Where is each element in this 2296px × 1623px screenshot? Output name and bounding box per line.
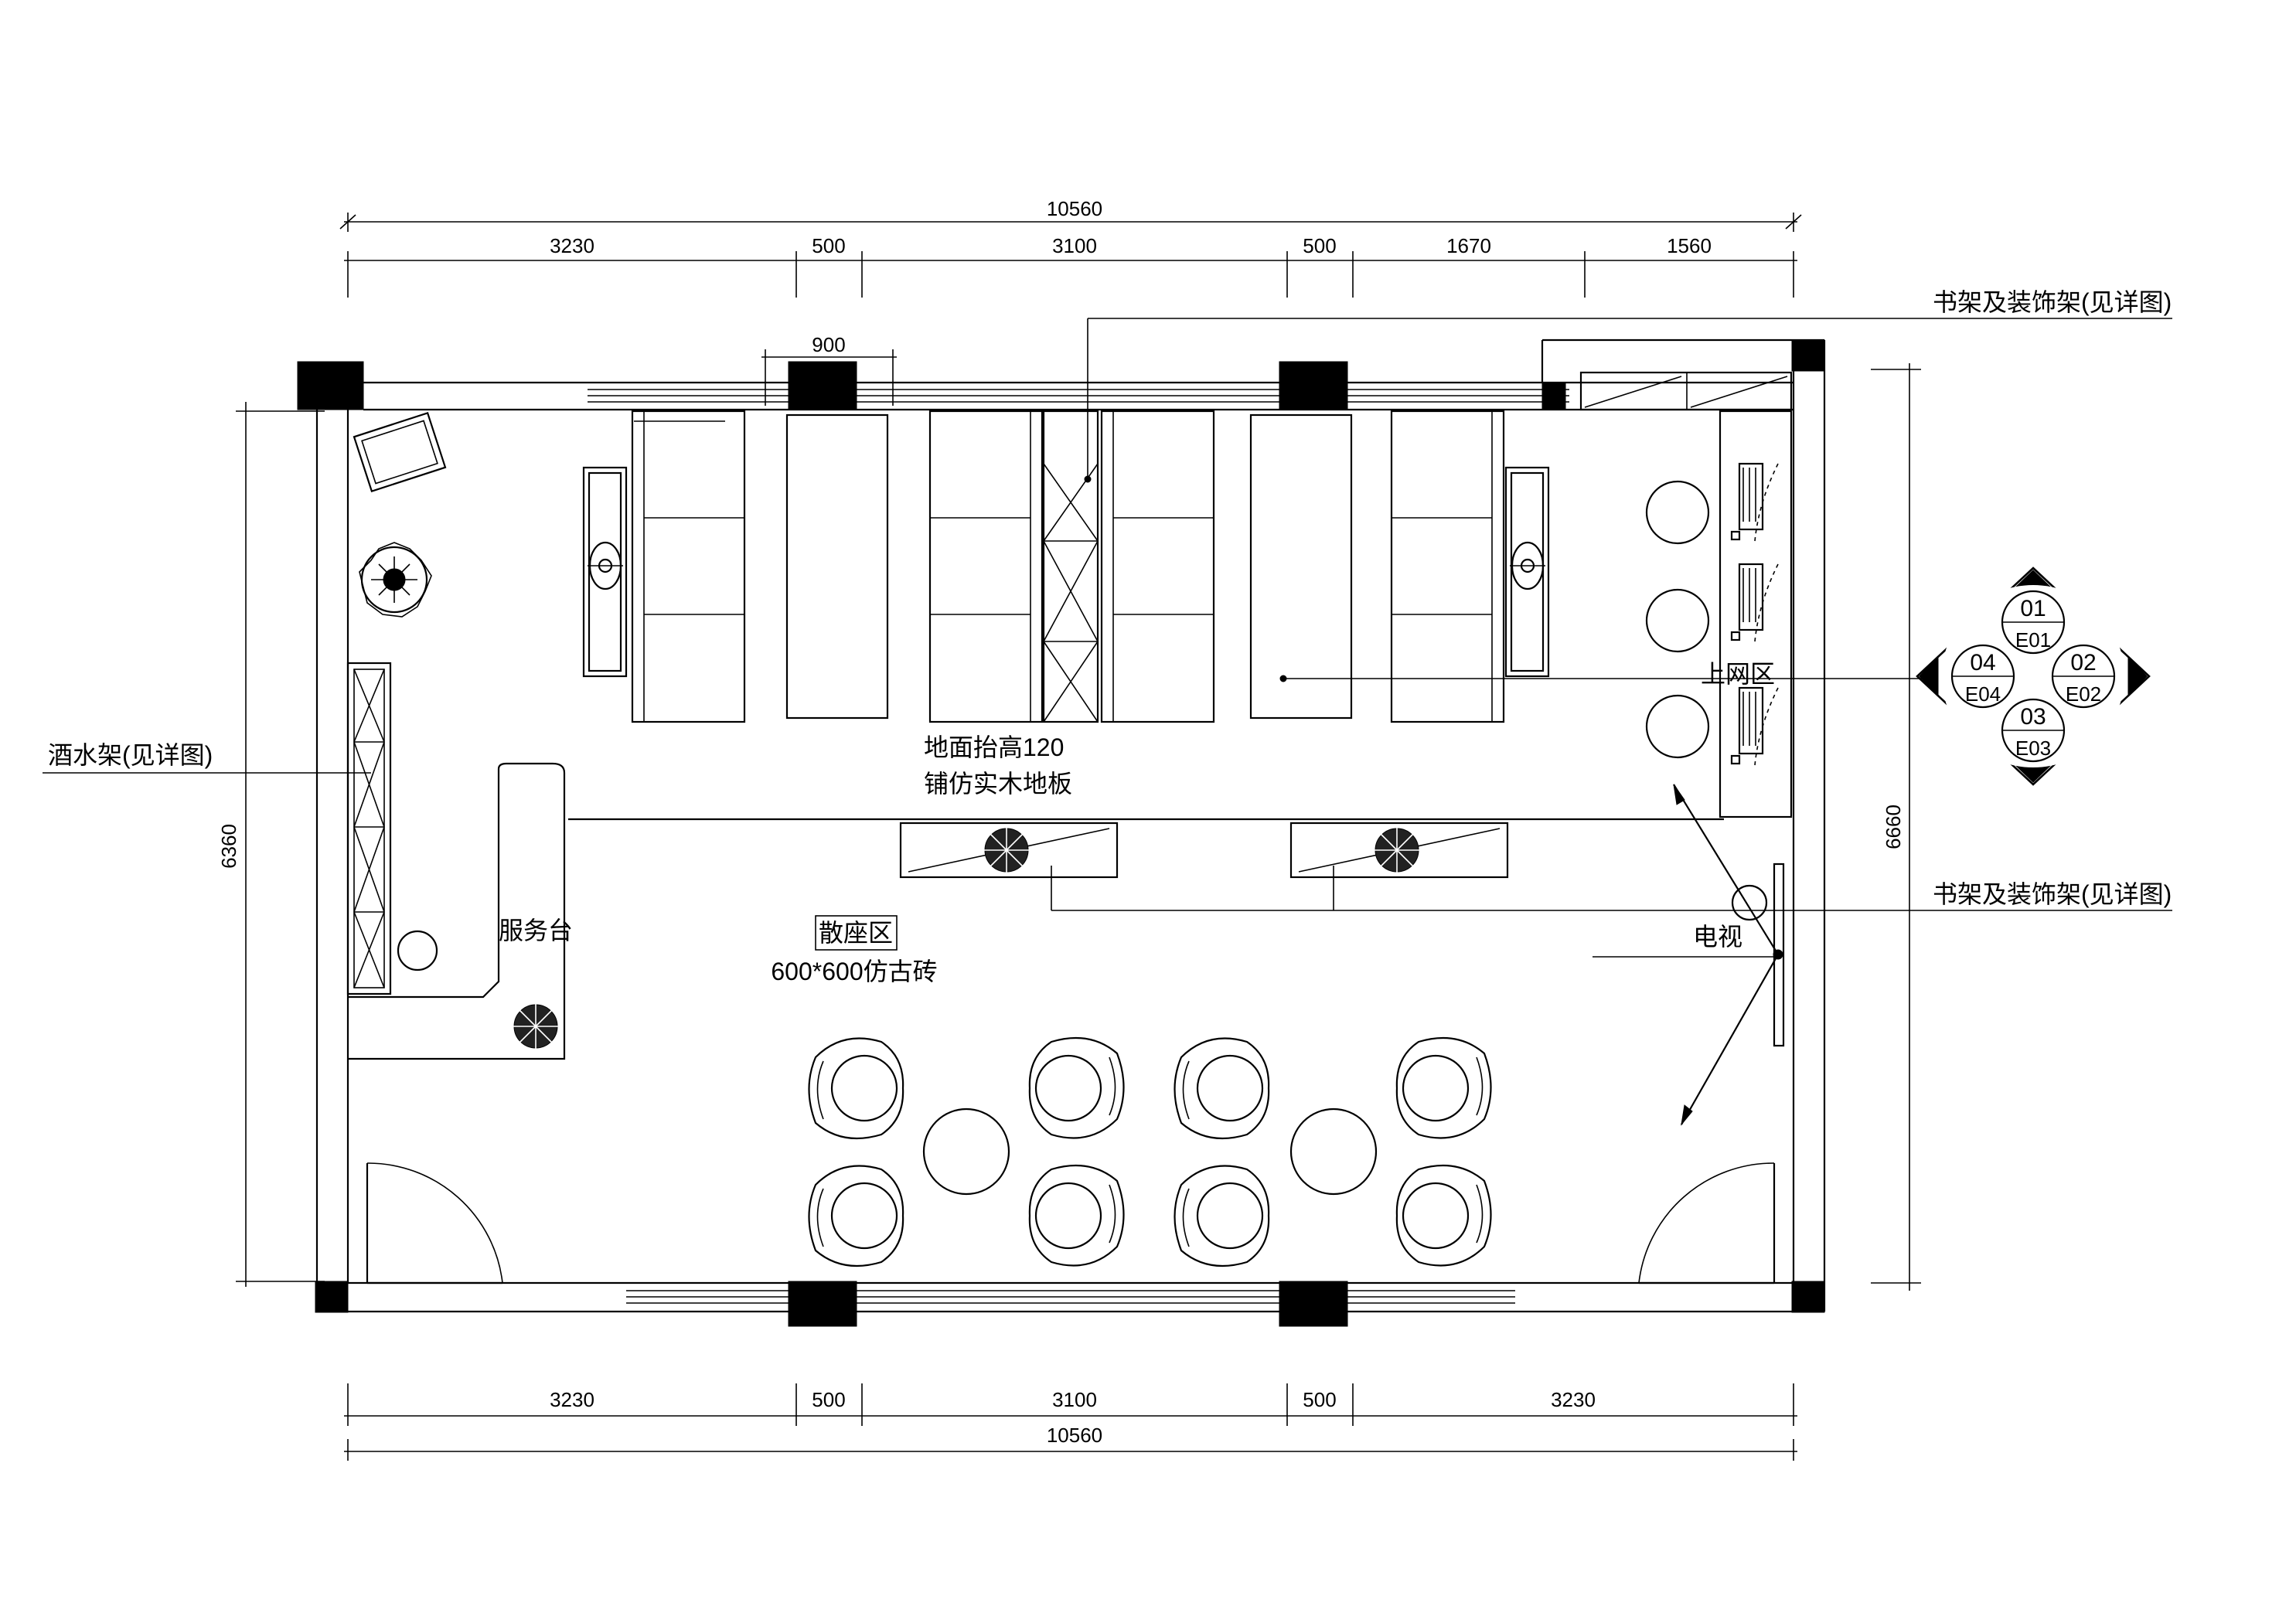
column [1791,1281,1825,1313]
bottom-dimension-4: 500 [1303,1388,1336,1411]
wall-artwork [353,411,447,493]
computer-icon [1738,686,1764,755]
lounge-area-label: 散座区 [819,919,893,947]
bottom-total-dimension: 10560 [1047,1424,1102,1447]
side-table-right [1504,466,1550,678]
plant-icon [359,542,432,618]
computer-icon [1738,462,1764,531]
stool [397,930,438,971]
bottom-dimension-1: 3230 [550,1388,594,1411]
right-height-dimension: 6660 [1882,805,1905,849]
sofa-left-2 [1100,410,1215,723]
plant-icon [1372,825,1422,875]
column [1279,361,1348,410]
column [1279,1281,1348,1327]
service-area: 服务台 [346,411,573,1060]
column [788,1281,857,1327]
computer-icon [1738,563,1764,631]
wine-rack [346,662,392,995]
sofa-right-2 [1390,410,1505,723]
elevation-index-south-sub: E03 [2015,737,2051,760]
elevation-index-west: 04 [1970,650,1995,675]
left-height-dimension: 6360 [217,824,240,869]
stool [1645,588,1710,653]
wine-rack-label: 酒水架(见详图) [48,741,213,769]
elevation-index-east: 02 [2070,650,2096,675]
round-table [1289,1108,1378,1196]
computer-desk [1719,410,1793,818]
bottom-dimension-2: 500 [812,1388,845,1411]
column [297,361,364,410]
booth-table-2 [1249,413,1353,720]
top-dimension-5: 1670 [1446,234,1491,257]
raised-floor-note-1: 地面抬高120 [924,733,1064,761]
columns [297,339,1825,1327]
internet-area-label: 上网区 [1701,660,1775,688]
plant-icon [511,1002,560,1051]
bottom-dimension-5: 3230 [1551,1388,1596,1411]
lounge-tile-note: 600*600仿古砖 [771,958,937,985]
tv-unit: 电视 [1593,784,1785,1126]
round-table [922,1108,1010,1196]
armchair [1395,1164,1492,1267]
elevation-index-south: 03 [2020,704,2046,730]
elevation-index-north-sub: E01 [2015,628,2051,652]
top-dimension-2: 500 [812,234,845,257]
top-dimension-4: 500 [1303,234,1336,257]
top-dimension-1: 3230 [550,234,594,257]
bottom-dimension-3: 3100 [1052,1388,1097,1411]
plants [359,542,1422,1051]
sofa-right-1 [928,410,1044,723]
armchair [1028,1036,1125,1139]
armchair [1028,1164,1125,1267]
booth-table-1 [785,413,889,720]
elevation-index-north: 01 [2020,596,2046,621]
annotations: 书架及装饰架(见详图) 书架及装饰架(见详图) 酒水架(见详图) 地面抬高120… [43,288,2172,985]
planter-shelf-right [1289,822,1509,879]
bookshelf-mid-label: 书架及装饰架(见详图) [1933,880,2172,908]
tv-label: 电视 [1693,923,1742,951]
elevation-index-east-sub: E02 [2066,682,2101,706]
lounge-area-tag [815,915,898,951]
armchair [1395,1036,1492,1139]
elevation-index-symbol: 01 E01 02 E02 03 E03 04 E04 [1916,567,2151,786]
column [1541,382,1566,410]
left-dimension: 6360 [217,402,325,1287]
divider-shelf [1042,410,1099,723]
service-desk [348,762,566,1060]
right-dimension: 6660 [1871,363,1921,1291]
column [788,361,857,410]
shelf-width-dimension: 900 [812,333,845,356]
entrance-door-left [366,1162,503,1284]
side-table-left [582,466,628,678]
armchair [808,1037,904,1140]
column [315,1281,349,1313]
column [1791,339,1825,372]
lounge-furniture [808,1036,1492,1267]
sofa-left-1 [631,410,746,723]
stool [1645,694,1710,759]
bookshelf-top-right [1579,371,1793,411]
entrance-door-right [1638,1162,1776,1284]
top-total-dimension: 10560 [1047,197,1102,220]
internet-area: 上网区 [1645,410,1793,818]
bookshelf-top-label: 书架及装饰架(见详图) [1933,288,2172,316]
planter-shelf-left [899,822,1119,879]
raised-floor-note-2: 铺仿实木地板 [924,770,1072,798]
top-dimension-chain: 10560 3230 500 3100 500 1670 1560 900 [339,197,1802,406]
bottom-dimension-chain: 3230 500 3100 500 3230 10560 [344,1383,1797,1461]
walls [315,339,1826,1313]
service-desk-label: 服务台 [499,917,573,944]
top-dimension-6: 1560 [1667,234,1712,257]
armchair [1174,1037,1270,1140]
armchair [808,1165,904,1267]
booth-seating [582,410,1550,723]
elevation-index-west-sub: E04 [1965,682,2001,706]
stool [1645,480,1710,545]
top-dimension-3: 3100 [1052,234,1097,257]
armchair [1174,1165,1270,1267]
plant-icon [982,825,1031,875]
